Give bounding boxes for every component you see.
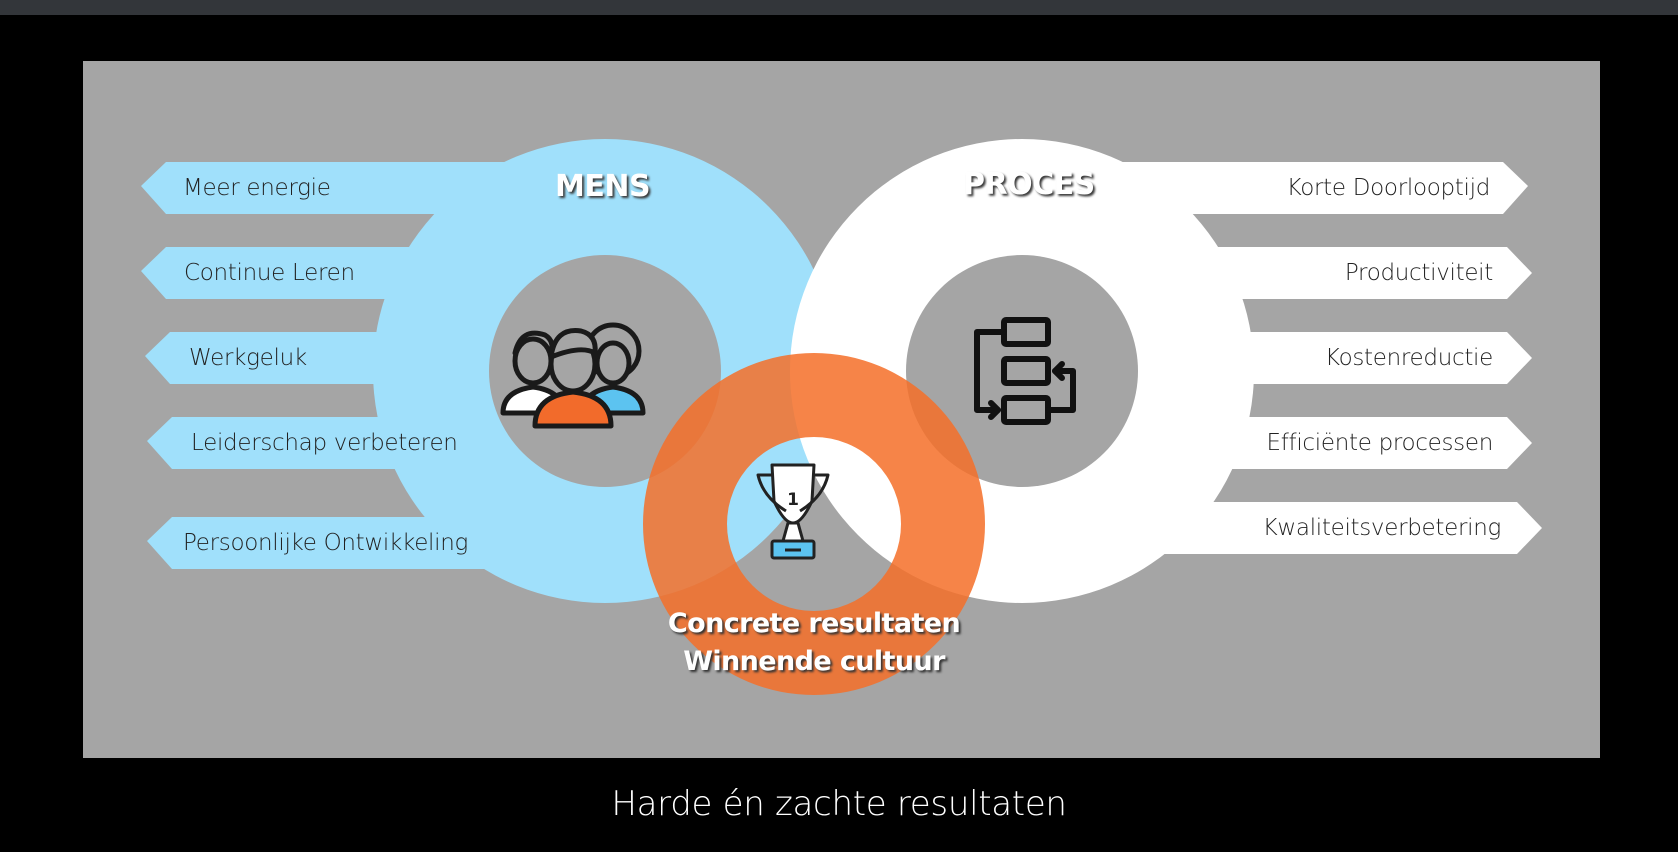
slide-caption: Harde én zachte resultaten (611, 784, 1067, 824)
trophy-icon (756, 463, 830, 560)
mens-item: Leiderschap verbeteren (191, 430, 458, 456)
proces-heading: PROCES (963, 167, 1095, 202)
mens-heading: MENS (555, 169, 651, 204)
proces-item: Kwaliteitsverbetering (1262, 515, 1502, 541)
proces-item: Korte Doorlooptijd (1286, 175, 1491, 201)
trophy-number: 1 (787, 490, 799, 510)
result-text: Concrete resultaten Winnende cultuur (614, 605, 1014, 681)
result-line-2: Winnende cultuur (683, 646, 945, 677)
banner-korte-doorlooptijd (1083, 162, 1528, 214)
process-flow-icon (974, 317, 1076, 425)
window-top-bar (0, 0, 1678, 15)
proces-inner-circle (906, 255, 1138, 487)
proces-item: Efficiënte processen (1266, 430, 1494, 456)
result-ring (643, 353, 985, 695)
mens-item: Meer energie (183, 175, 331, 201)
result-line-1: Concrete resultaten (667, 608, 961, 639)
proces-item: Productiviteit (1344, 260, 1493, 286)
mens-item: Werkgeluk (189, 345, 307, 371)
banner-meer-energie (141, 162, 513, 214)
venn-diagram (141, 139, 1542, 695)
mens-item: Persoonlijke Ontwikkeling (183, 530, 469, 556)
people-group-icon (500, 322, 646, 429)
slide: 1 MENS PROCES Meer energie Continue Lere… (83, 61, 1600, 758)
mens-item: Continue Leren (184, 260, 355, 286)
proces-item: Kostenreductie (1324, 345, 1493, 371)
